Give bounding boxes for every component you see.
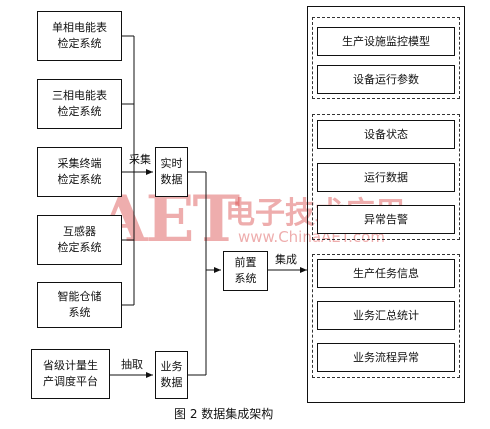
source-box-terminal: 采集终端 检定系统	[37, 147, 122, 197]
item-business-summary: 业务汇总统计	[317, 301, 455, 330]
item-process-exception: 业务流程异常	[317, 343, 455, 372]
data-store-panel	[307, 6, 465, 403]
item-facility-model: 生产设施监控模型	[317, 27, 455, 56]
figure-caption: 图 2 数据集成架构	[174, 407, 274, 421]
group-equipment-runtime	[312, 114, 460, 240]
frontend-system-box: 前置 系统	[223, 251, 268, 291]
edge-label-integrate: 集成	[275, 253, 297, 266]
source-box-transformer: 互感器 检定系统	[37, 215, 122, 265]
business-data-box: 业务 数据	[155, 351, 188, 399]
group-facility-monitoring	[312, 17, 460, 99]
item-production-tasks: 生产任务信息	[317, 259, 455, 288]
source-box-platform: 省级计量生 产调度平台	[31, 349, 110, 399]
source-box-three-phase-meter: 三相电能表 检定系统	[37, 79, 122, 129]
item-equipment-params: 设备运行参数	[317, 65, 455, 94]
item-equipment-status: 设备状态	[317, 120, 455, 149]
source-box-warehouse: 智能仓储 系统	[37, 282, 122, 328]
source-box-single-phase-meter: 单相电能表 检定系统	[37, 11, 122, 61]
group-business	[312, 254, 460, 378]
realtime-data-box: 实时 数据	[155, 147, 188, 197]
edge-label-extract: 抽取	[121, 358, 143, 371]
item-runtime-data: 运行数据	[317, 163, 455, 192]
item-exception-alarm: 异常告警	[317, 205, 455, 234]
edge-label-collect: 采集	[129, 153, 151, 166]
